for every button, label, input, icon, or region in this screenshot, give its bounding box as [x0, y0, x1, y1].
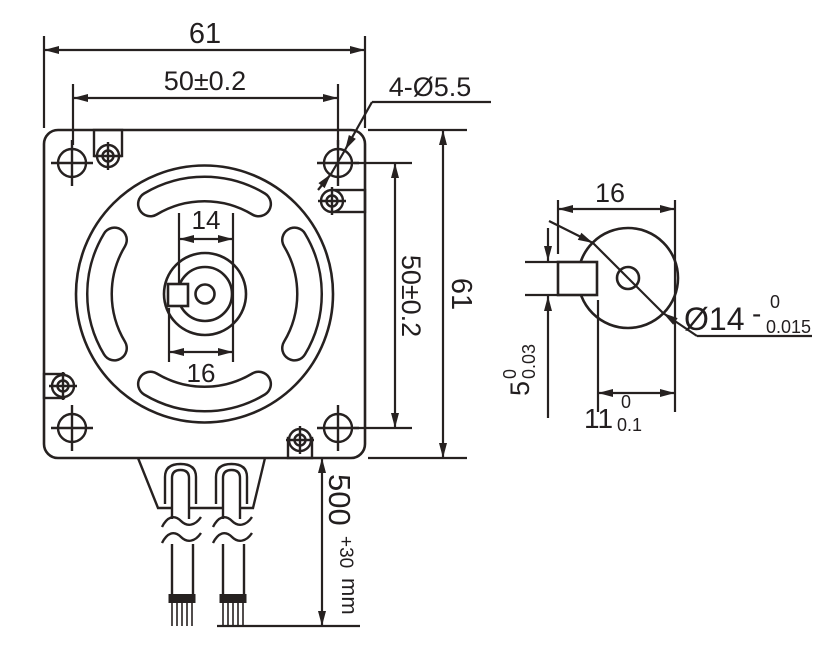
dim-text-shaft-dia: Ø14 — [684, 301, 744, 337]
dim-text-shaft: 14 — [192, 205, 221, 235]
dimension-flat-length: 11 0 0.1 — [584, 300, 675, 435]
label-text-mounting-holes: 4-Ø5.5 — [389, 72, 472, 102]
cable-right — [211, 462, 253, 627]
dim-text-flat-length-tol-upper: 0 — [621, 392, 631, 412]
shaft-center-hole — [194, 283, 216, 305]
assembly-screws — [42, 128, 367, 460]
dimension-total-width: 61 — [42, 18, 367, 128]
dim-text-cable-tolerance: +30 — [335, 536, 356, 568]
dim-text-flat-length: 11 — [584, 403, 613, 434]
wire-strands — [222, 603, 244, 627]
dim-text-cable-length: 500 — [322, 474, 357, 526]
dim-text-total-height: 61 — [445, 278, 477, 310]
cable-left — [160, 462, 202, 626]
dim-text-shaft-dia-tol-lower: 0.015 — [766, 317, 811, 337]
dimension-hole-spacing-h: 50±0.2 — [71, 66, 340, 145]
dimension-boss-16: 16 — [167, 308, 233, 388]
dim-text-shaft-dia-tol-upper: 0 — [770, 292, 780, 312]
cable-sheath-end — [168, 594, 196, 603]
front-view: 61 50±0.2 4-Ø5.5 14 16 — [42, 18, 491, 628]
cable-sheath-end — [219, 594, 247, 603]
boss-circle — [162, 251, 248, 337]
dim-text-hole-spacing-h: 50±0.2 — [164, 66, 246, 96]
dim-text-key-height: 5 — [505, 381, 535, 396]
dim-text-side-width: 16 — [595, 178, 625, 208]
dim-text-shaft-dia-sign: - — [752, 298, 761, 329]
dimension-key-height: 5 0 0.03 — [500, 228, 560, 418]
dim-text-key-height-tol-lower: 0.03 — [519, 344, 539, 379]
vent-slots — [86, 175, 323, 413]
dimension-shaft-14: 14 — [177, 205, 235, 362]
mounting-holes — [51, 140, 359, 451]
motor-face-circle — [74, 164, 335, 424]
dimension-hole-spacing-v: 50±0.2 — [354, 161, 426, 430]
dim-text-key-height-tol-upper: 0 — [500, 369, 520, 379]
mounting-holes-label: 4-Ø5.5 — [317, 72, 491, 191]
motor-flange-outline — [42, 128, 367, 460]
cable-break-symbol — [160, 515, 202, 528]
cable-exit — [136, 457, 267, 627]
dim-text-total-width: 61 — [189, 18, 221, 50]
dim-text-hole-spacing-v: 50±0.2 — [396, 255, 426, 337]
shaft-end-center-hole — [615, 265, 641, 291]
key-flat-section — [556, 260, 599, 297]
dim-text-cable-unit: mm — [337, 578, 362, 615]
dimension-shaft-diameter: Ø14 - 0 0.015 — [548, 220, 812, 338]
dimension-cable-length: 500 +30 mm — [217, 458, 362, 628]
shaft-key-flat — [166, 282, 190, 308]
wire-strands — [171, 603, 193, 626]
dimension-total-height: 61 — [368, 128, 477, 460]
cable-break-symbol — [211, 515, 253, 528]
dim-text-flat-length-tol-lower: 0.1 — [617, 415, 642, 435]
dimension-side-width: 16 — [556, 178, 677, 412]
side-view: 16 Ø14 - 0 0.015 5 0 0.03 — [500, 178, 812, 435]
cable-housing — [136, 457, 267, 510]
dim-text-boss: 16 — [187, 358, 216, 388]
